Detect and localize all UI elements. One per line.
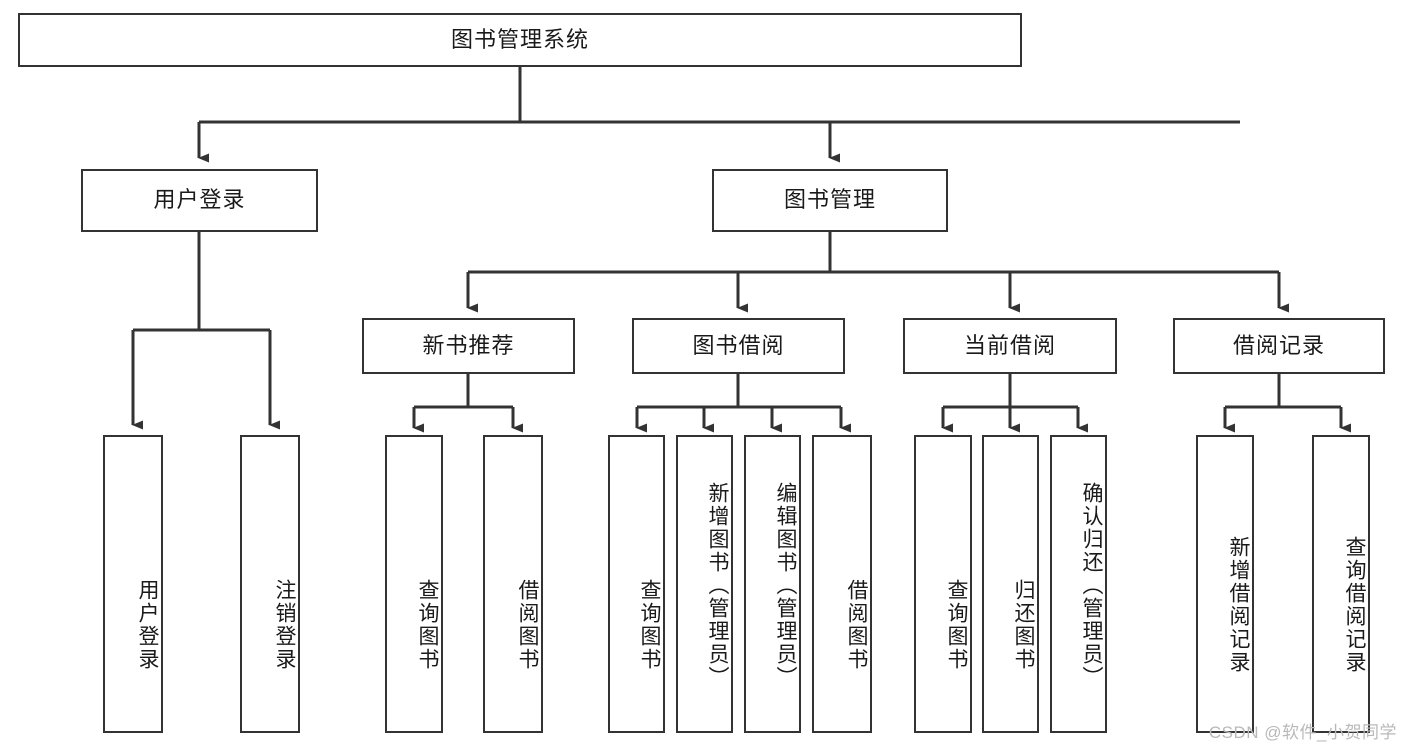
node-label: 新书推荐 [422,332,515,358]
node-label: 查询借阅记录 [1343,536,1366,674]
leaf-edit-book-admin[interactable]: 编辑图书（管理员） [744,435,801,733]
node-label: 图书管理 [783,187,876,213]
node-label: 借阅图书 [845,579,868,671]
leaf-user-login[interactable]: 用户登录 [103,435,163,733]
leaf-query-book-borrow[interactable]: 查询图书 [608,435,665,733]
csdn-watermark: CSDN @软件_小贺同学 [1208,723,1397,742]
leaf-borrow-book-recommend[interactable]: 借阅图书 [483,435,543,733]
node-label: 新增借阅记录 [1227,536,1250,674]
node-label: 用户登录 [136,579,159,671]
leaf-add-borrow-record[interactable]: 新增借阅记录 [1196,435,1254,733]
node-borrow-record[interactable]: 借阅记录 [1173,318,1385,374]
node-label: 用户登录 [153,187,246,213]
node-new-book-recommend[interactable]: 新书推荐 [362,318,575,374]
node-label: 当前借阅 [963,332,1056,358]
leaf-return-book[interactable]: 归还图书 [982,435,1039,733]
node-label: 确认归还（管理员） [1080,481,1103,689]
node-label: 查询图书 [416,579,439,671]
node-label: 借阅记录 [1232,332,1325,358]
leaf-query-book-current[interactable]: 查询图书 [914,435,972,733]
node-label: 查询图书 [638,579,661,671]
node-label: 查询图书 [945,579,968,671]
node-label: 借阅图书 [516,579,539,671]
leaf-query-book-recommend[interactable]: 查询图书 [385,435,443,733]
node-label: 编辑图书（管理员） [774,481,797,689]
leaf-query-borrow-record[interactable]: 查询借阅记录 [1312,435,1370,733]
node-book-management[interactable]: 图书管理 [712,169,948,232]
node-label: 图书借阅 [692,332,785,358]
leaf-add-book-admin[interactable]: 新增图书（管理员） [676,435,733,733]
node-label: 归还图书 [1012,579,1035,671]
node-label: 新增图书（管理员） [706,481,729,689]
leaf-confirm-return-admin[interactable]: 确认归还（管理员） [1050,435,1107,733]
node-label: 图书管理系统 [450,26,589,52]
leaf-logout-login[interactable]: 注销登录 [240,435,300,733]
node-root-book-management-system[interactable]: 图书管理系统 [18,13,1022,67]
node-label: 注销登录 [273,579,296,671]
node-book-borrow[interactable]: 图书借阅 [632,318,845,374]
leaf-borrow-book[interactable]: 借阅图书 [812,435,872,733]
node-user-login[interactable]: 用户登录 [81,169,318,232]
node-current-borrow[interactable]: 当前借阅 [903,318,1117,374]
